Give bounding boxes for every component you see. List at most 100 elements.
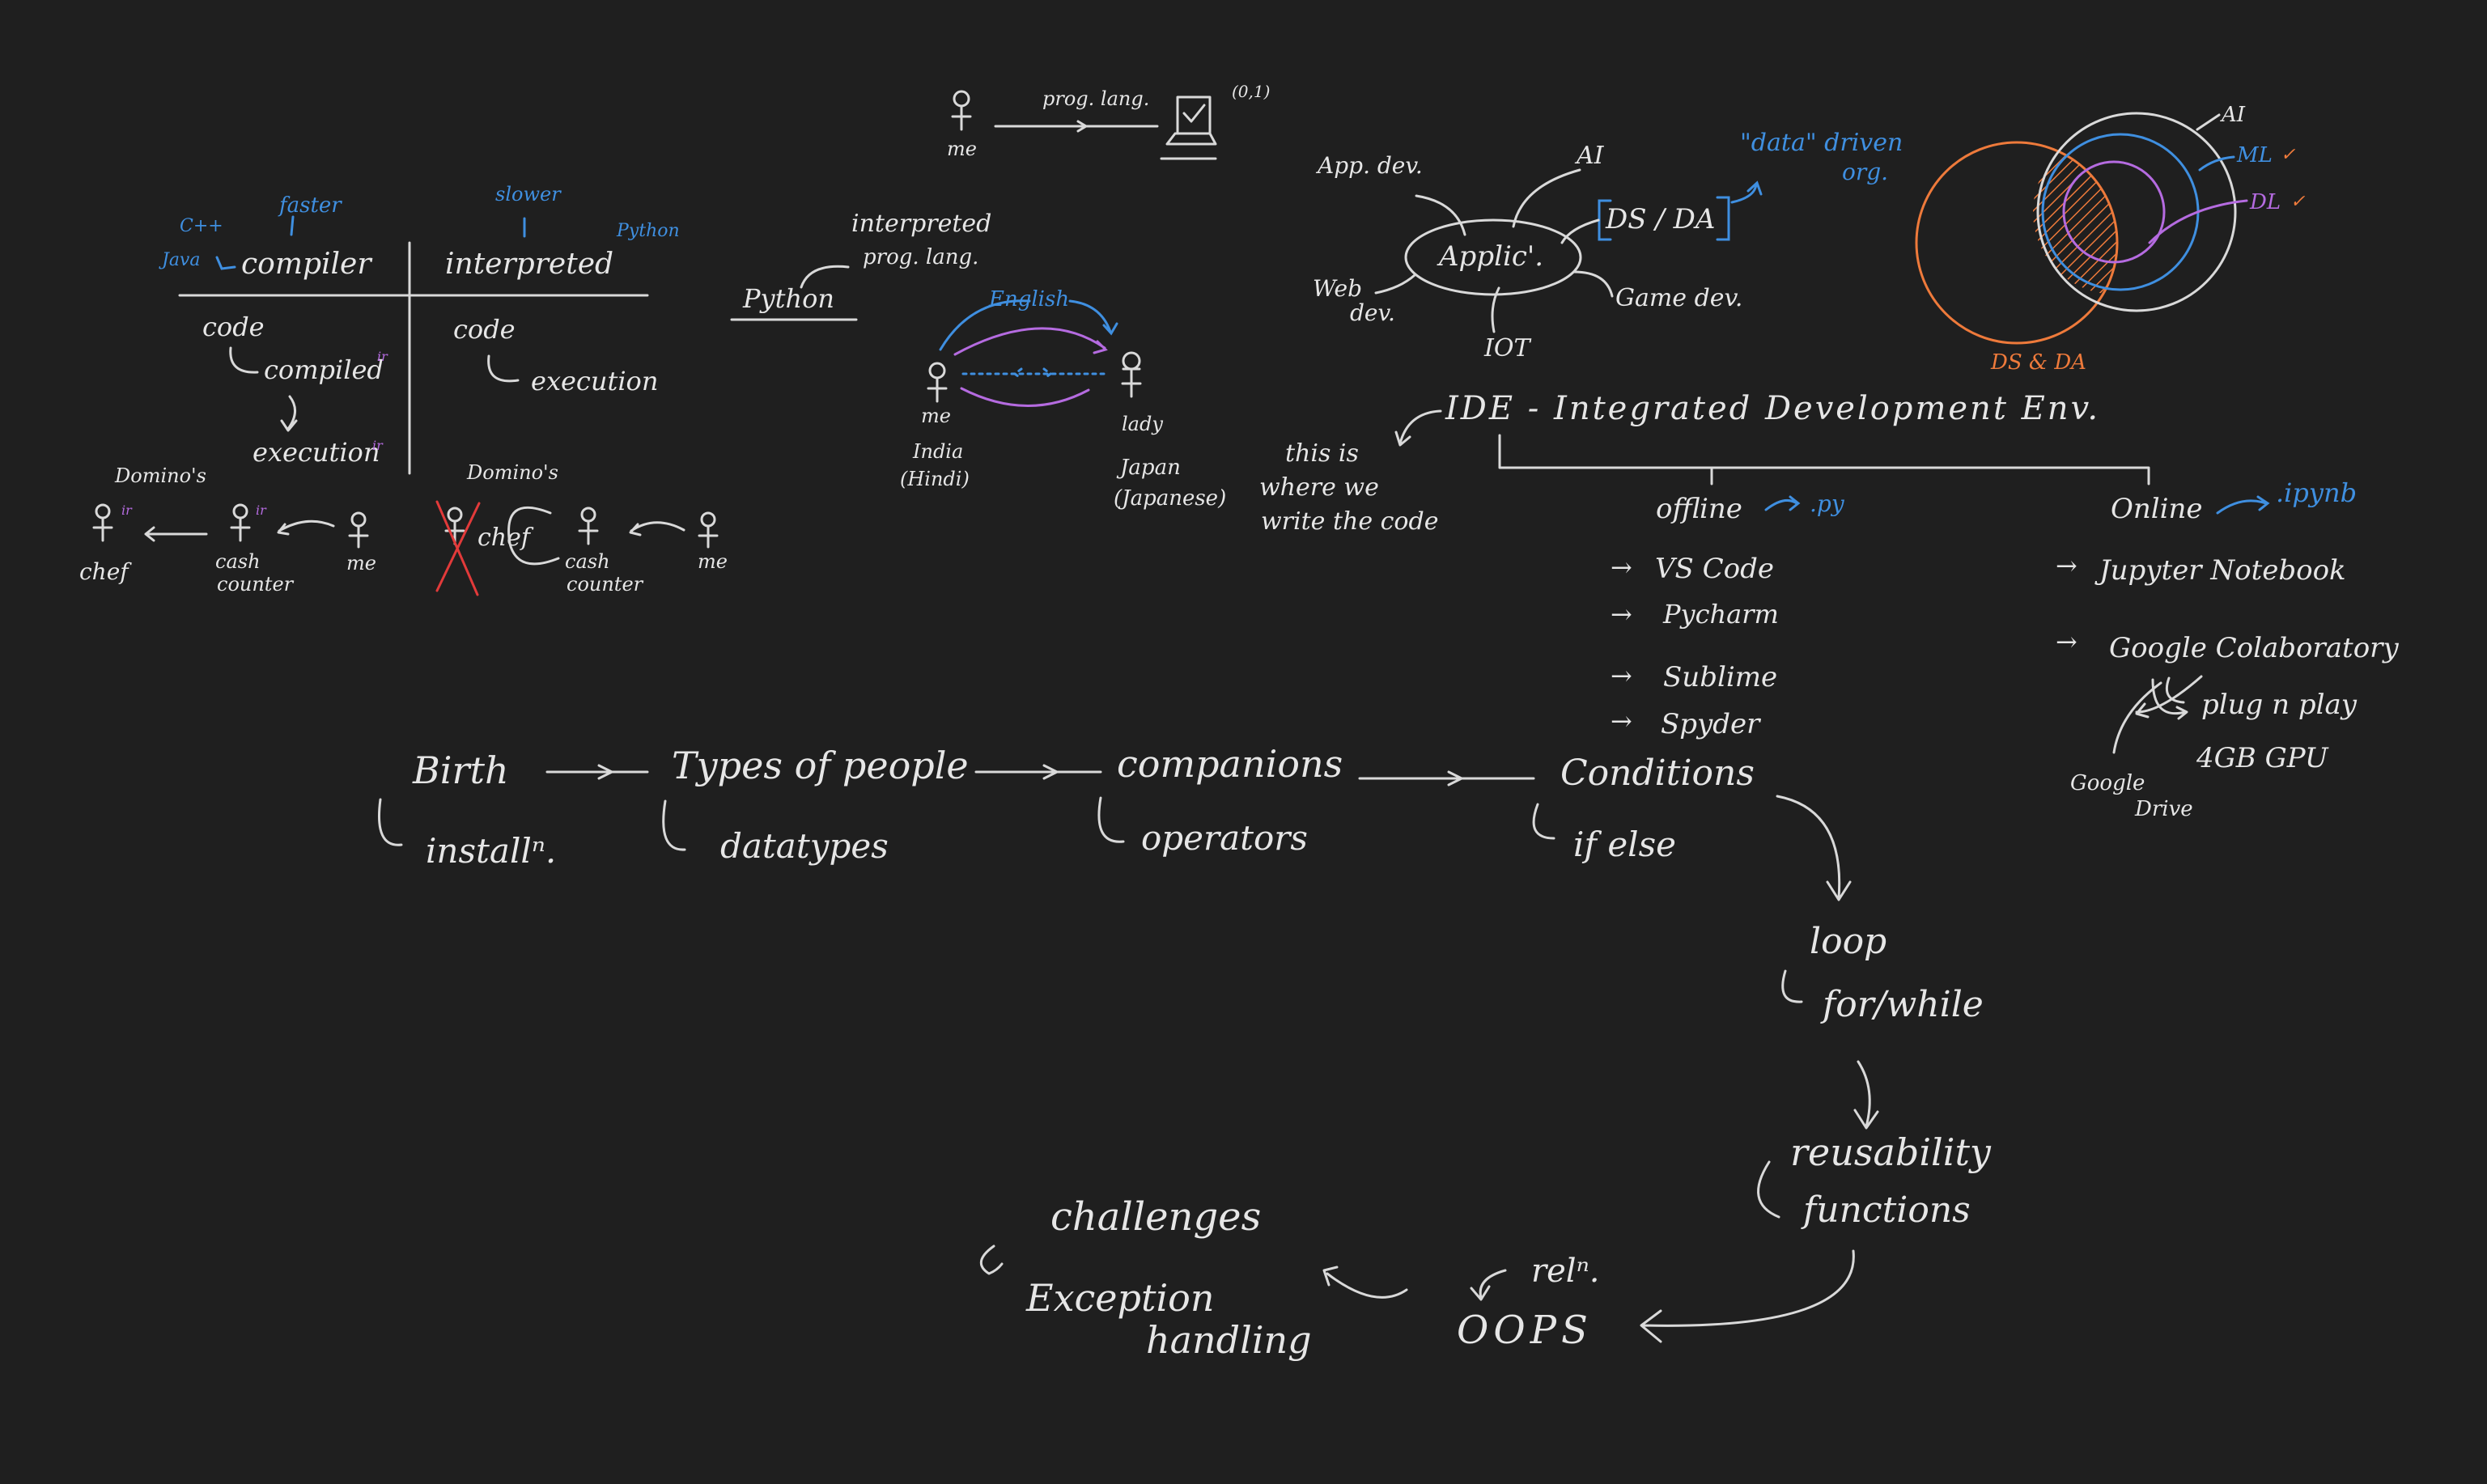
game-dev-label: Game dev.	[1615, 284, 1742, 312]
interpret-arrow	[487, 354, 520, 383]
cash-label-right: cash	[565, 550, 610, 573]
offline-item: Sublime	[1663, 661, 1777, 693]
ml-check: ✓	[2281, 145, 2296, 165]
colab-arrow-google	[2112, 681, 2162, 754]
execution-right: execution	[531, 366, 658, 396]
chef-mark: ir	[121, 502, 133, 518]
ide-section: IDE - Integrated Development Env. this i…	[1259, 390, 2399, 821]
japan-label: Japan	[1116, 456, 1181, 480]
chef-label-left: chef	[79, 558, 132, 585]
online-label: Online	[2111, 493, 2203, 525]
ide-note-1: this is	[1285, 439, 1359, 468]
dsda-blue-arrow	[1730, 180, 1763, 204]
arrow-conditions-loop	[1776, 795, 1852, 901]
prog-lang-sketch: me prog. lang. (0,1)	[947, 82, 1270, 160]
datatypes-label: datatypes	[720, 826, 889, 866]
ai-line	[1512, 168, 1581, 228]
colab-feature-drive: Drive	[2134, 797, 2193, 821]
dl-check: ✓	[2290, 192, 2306, 212]
companions-label: companions	[1117, 742, 1343, 786]
interpreted-note-2: prog. lang.	[863, 245, 978, 269]
arrow-companions-conditions	[1358, 770, 1535, 787]
rel-label: relⁿ.	[1531, 1253, 1600, 1290]
dsda-line	[1560, 218, 1600, 244]
applic-label: Applic'.	[1437, 240, 1543, 273]
colab-arrow-plug	[2165, 676, 2185, 704]
offline-item-arrow: →	[1611, 552, 1632, 583]
app-dev-line	[1415, 194, 1466, 236]
game-dev-line	[1572, 270, 1614, 298]
prog-lang-label: prog. lang.	[1042, 87, 1149, 110]
challenges-hook	[980, 1244, 1004, 1275]
prog-lang-arrow	[994, 120, 1159, 133]
cpp-label: C++	[180, 216, 223, 236]
venn-ml-line	[2198, 155, 2235, 172]
types-label: Types of people	[672, 744, 969, 787]
interpreted-note-1: interpreted	[851, 210, 991, 238]
oops-label: OOPS	[1457, 1308, 1593, 1353]
venn-dsda-label: DS & DA	[1990, 350, 2086, 375]
cash-label-left: cash	[215, 550, 261, 573]
red-cross-mark	[435, 500, 481, 596]
me-figure-left	[348, 511, 369, 549]
colab-feature-plug: plug n play	[2201, 689, 2358, 721]
venn-dl-label: DL	[2249, 190, 2281, 214]
reusability-hook	[1757, 1160, 1780, 1219]
purple-arc-top	[953, 327, 1108, 356]
arrow-types-companions	[974, 764, 1102, 780]
applic-ellipse	[1404, 218, 1582, 296]
me-label-right: me	[698, 550, 728, 573]
offline-label: offline	[1656, 493, 1742, 525]
arrow-to-chef	[144, 526, 208, 542]
ai-ml-dl-venn: AI ML ✓ DL ✓ DS & DA	[1915, 103, 2306, 375]
ide-title: IDE - Integrated Development Env.	[1445, 390, 2100, 427]
dl-circle	[2062, 160, 2166, 264]
lady-label: lady	[1122, 413, 1163, 435]
reusability-label: reusability	[1790, 1130, 1992, 1174]
india-label: India	[912, 440, 963, 463]
hindi-label: (Hindi)	[900, 468, 970, 490]
colab-feature-google: Google	[2070, 771, 2145, 795]
me-figure-lang	[927, 362, 948, 403]
offline-item: Pycharm	[1662, 599, 1779, 630]
iot-label: IOT	[1483, 334, 1531, 363]
iot-line	[1491, 286, 1500, 333]
compiled-mark: ir	[377, 349, 388, 364]
forwhile-label: for/while	[1820, 984, 1984, 1025]
colab-arrow-drive	[2135, 675, 2203, 719]
java-arrow	[215, 256, 236, 270]
venn-dl-line	[2148, 199, 2248, 244]
online-item-arrow: →	[2056, 626, 2077, 657]
conditions-label: Conditions	[1560, 753, 1755, 794]
venn-ai-label: AI	[2220, 103, 2246, 127]
code-right: code	[453, 314, 516, 345]
online-ext: .ipynb	[2276, 477, 2357, 508]
ide-note-arrow	[1394, 409, 1442, 447]
companions-hook	[1097, 796, 1125, 843]
blue-dotted-link	[961, 367, 1109, 380]
arrow-to-cash-right	[629, 521, 685, 536]
offline-item: VS Code	[1655, 553, 1774, 585]
applications-map: Applic'. App. dev. AI DS / DA "data" dri…	[1313, 129, 1903, 363]
challenges-label: challenges	[1050, 1194, 1261, 1240]
online-list: → Jupyter Notebook → Google Colaboratory	[2056, 550, 2399, 664]
birth-hook	[377, 798, 403, 846]
computer-icon	[1160, 95, 1217, 160]
counter-label-left: counter	[217, 573, 295, 596]
operators-label: operators	[1141, 818, 1308, 858]
app-dev-label: App. dev.	[1315, 152, 1423, 179]
faster-label: faster	[278, 193, 342, 218]
ide-tree-branch	[1498, 434, 2150, 485]
cash-counter-figure-right	[578, 507, 599, 545]
me-label-left: me	[346, 552, 376, 575]
interpreted-heading: interpreted	[445, 248, 613, 281]
chef-label-crossed: chef	[477, 524, 534, 552]
venn-ml-label: ML	[2236, 143, 2273, 167]
offline-item-arrow: →	[1611, 706, 1632, 736]
arrow-oops-challenges	[1322, 1266, 1408, 1299]
birth-label: Birth	[412, 748, 509, 792]
loop-hook	[1781, 969, 1803, 1003]
dsda-label-app: DS / DA	[1605, 203, 1715, 235]
dominos-analogy: Domino's ir chef ir cash counter me Domi…	[79, 461, 728, 596]
python-word: Python	[742, 283, 834, 314]
